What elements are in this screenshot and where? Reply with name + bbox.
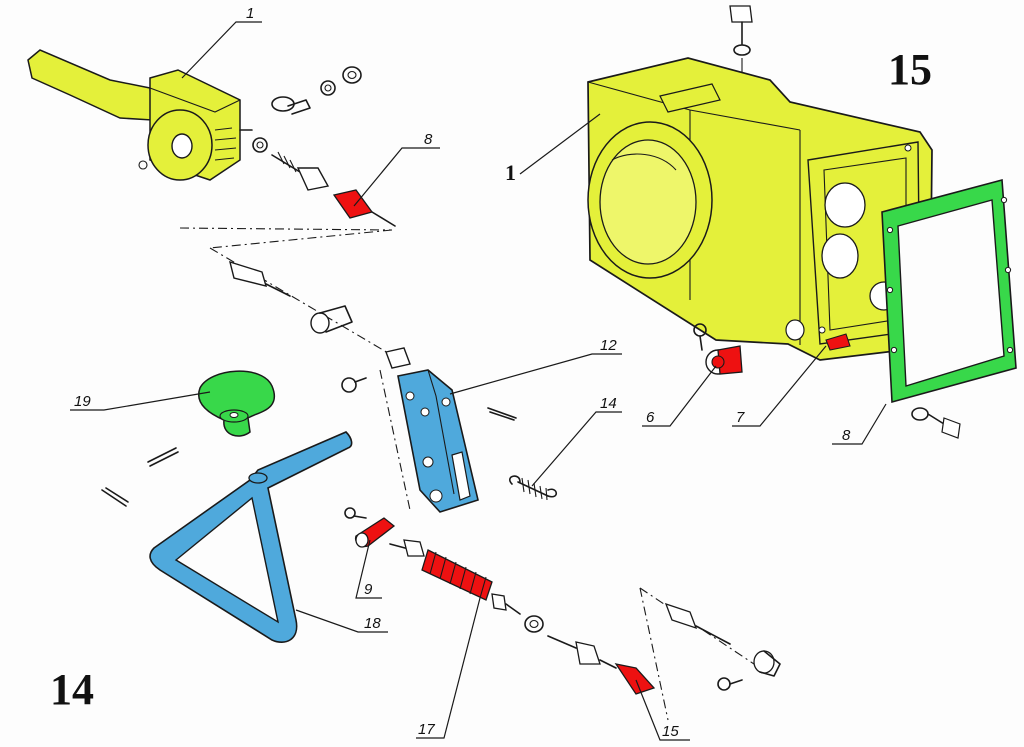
- part-14-spring: [509, 475, 558, 501]
- part-12-bracket: [397, 369, 479, 513]
- callout-17: 17: [418, 721, 435, 738]
- callout-18: 18: [364, 615, 381, 632]
- part-9-bushing: [344, 507, 396, 548]
- callout-8-top: 8: [424, 131, 433, 148]
- red-sleeve-top: [332, 189, 374, 219]
- callout-9: 9: [364, 581, 373, 598]
- figure-number-14: 14: [50, 665, 94, 714]
- part-1-gearbox-housing: [587, 57, 933, 361]
- cable-end-top: [271, 151, 396, 227]
- callout-7: 7: [736, 409, 745, 426]
- lever-hub-bore: [171, 133, 193, 159]
- callout-12: 12: [600, 337, 617, 354]
- pins: [101, 407, 517, 507]
- part-19-knob: [197, 370, 275, 437]
- part-15-cable-end-bottom: [524, 602, 781, 695]
- part-17-spring-rod: [389, 539, 521, 615]
- lever-handle: [27, 49, 153, 121]
- part-8-gasket: [881, 178, 1017, 404]
- callout-1-housing: 1: [505, 160, 516, 185]
- top-bolt: [729, 5, 753, 100]
- part-6-plug: [693, 323, 743, 375]
- callout-14: 14: [600, 395, 617, 412]
- leader-lines: [70, 21, 887, 741]
- gasket-bolt: [911, 407, 961, 439]
- middle-cable-parts: [229, 260, 411, 393]
- callout-15: 15: [662, 723, 679, 740]
- callout-8-gasket: 8: [842, 427, 851, 444]
- part-1-control-lever: [27, 49, 253, 181]
- figure-number-15: 15: [888, 45, 932, 94]
- center-lines: [179, 227, 761, 721]
- callout-6: 6: [646, 409, 655, 426]
- top-fasteners: [252, 66, 362, 153]
- callout-1-top: 1: [246, 5, 254, 22]
- part-18-triangular-handle: [149, 431, 353, 644]
- callout-19: 19: [74, 393, 91, 410]
